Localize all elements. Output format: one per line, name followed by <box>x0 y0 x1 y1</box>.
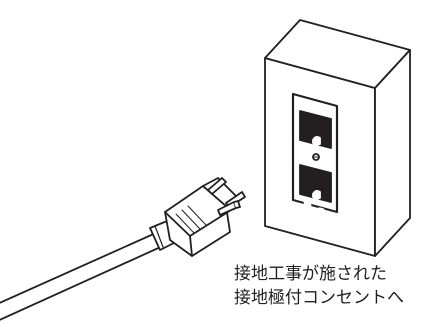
caption-line-1: 接地工事が施された <box>234 264 387 284</box>
socket-icon <box>291 92 339 276</box>
plug-icon <box>0 177 246 321</box>
caption-line-2: 接地極付コンセントへ <box>234 288 404 308</box>
caption: 接地工事が施された 接地極付コンセントへ <box>234 262 434 310</box>
